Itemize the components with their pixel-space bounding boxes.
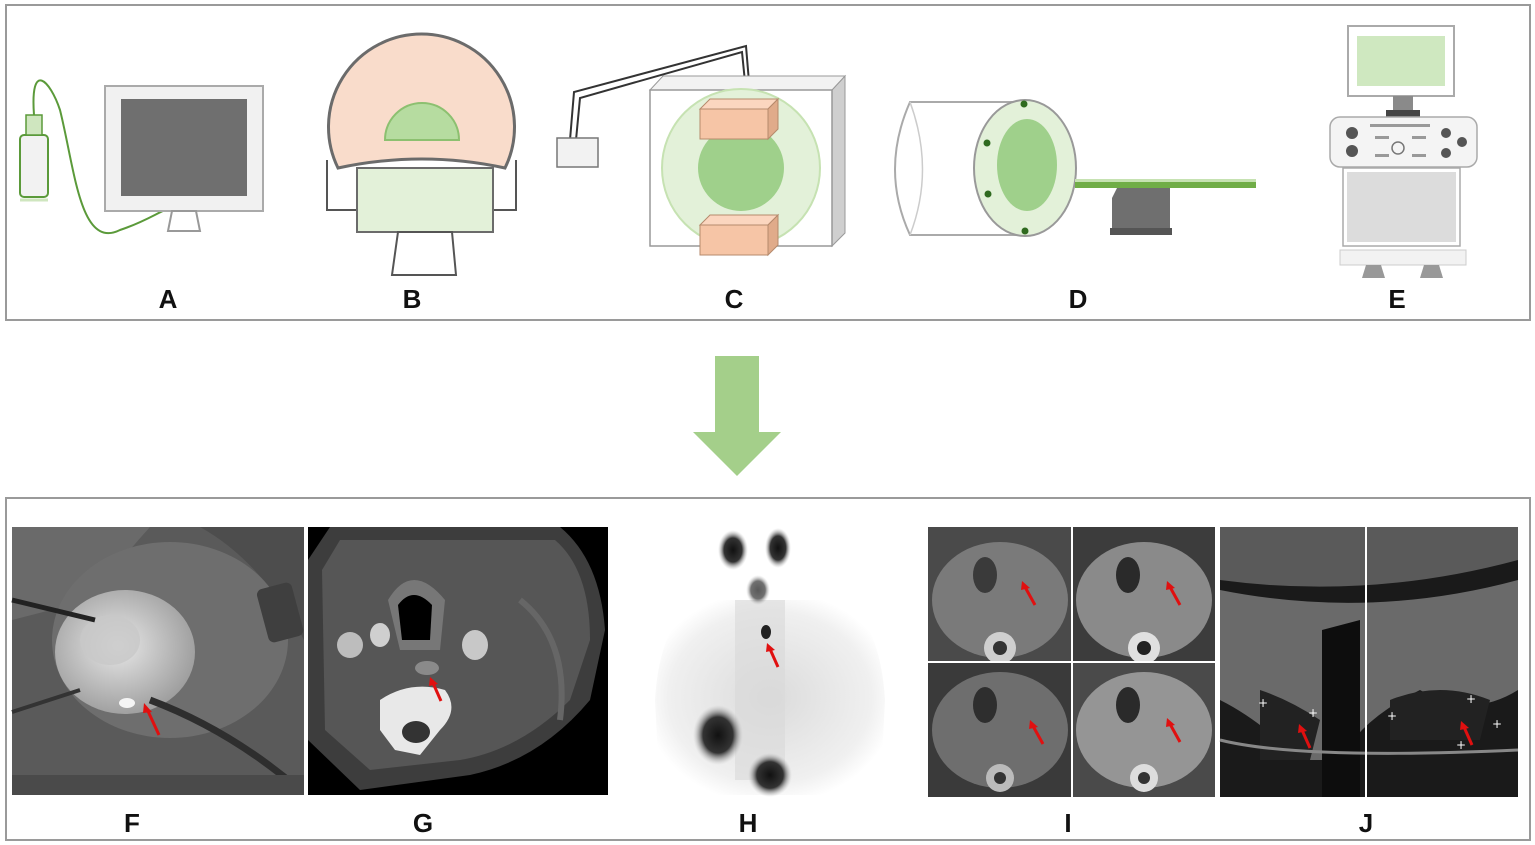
label-h: H [738,808,758,838]
device-a-fluorescence-camera [19,79,264,234]
svg-text:+: + [1456,738,1466,752]
image-f-fluorescence-photo [11,527,304,795]
svg-text:+: + [1466,692,1476,706]
image-g-ct-axial [308,527,608,795]
svg-text:+: + [1387,709,1397,723]
image-j-ultrasound: + + + + + + [1219,527,1519,797]
svg-text:+: + [1258,696,1268,710]
label-e: E [1388,284,1406,314]
label-b: B [402,284,422,314]
svg-text:+: + [1308,706,1318,720]
device-b-scanner [326,32,517,276]
label-a: A [158,284,178,314]
device-e-ultrasound [1329,25,1478,278]
label-d: D [1068,284,1088,314]
svg-text:+: + [1492,717,1502,731]
image-h-pet-mip [649,527,893,797]
label-j: J [1358,808,1374,838]
flow-down-arrow [693,356,781,476]
label-g: G [412,808,434,838]
label-i: I [1064,808,1072,838]
device-c-gantry [556,44,847,257]
label-c: C [724,284,744,314]
device-d-bore-scanner [894,99,1256,237]
image-i-mri-quad [928,527,1215,797]
label-f: F [124,808,140,838]
